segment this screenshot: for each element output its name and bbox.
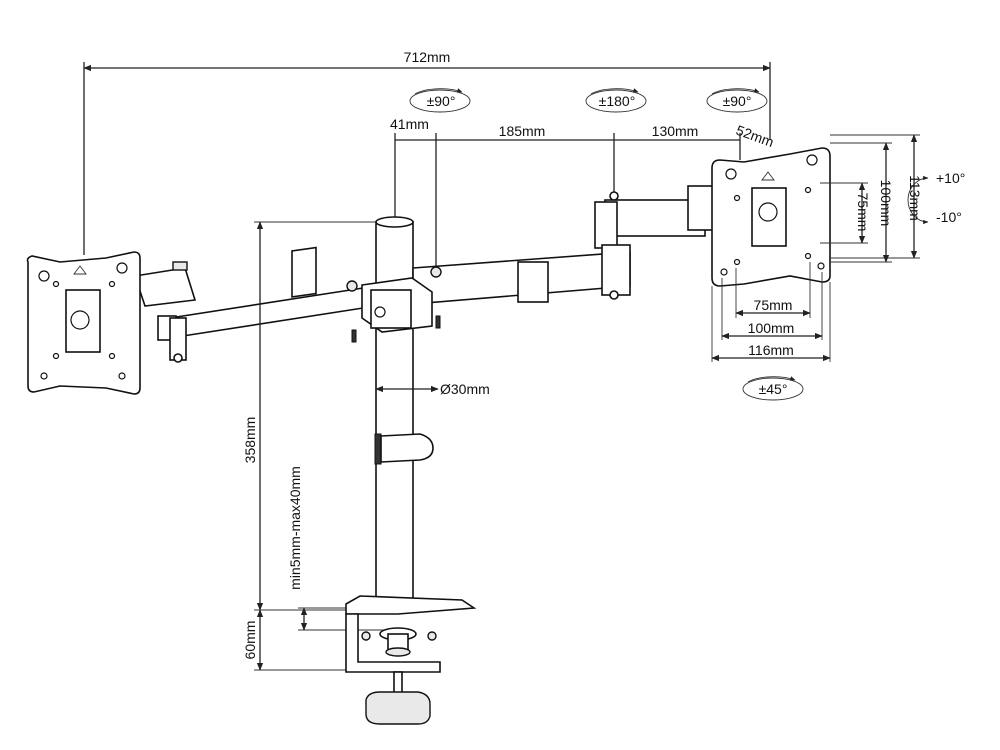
tilt-down-label: -10° <box>936 209 962 225</box>
dim-total-width: 712mm <box>83 49 771 255</box>
vesa-large-h-label: 100mm <box>878 180 894 227</box>
badge-rotate: ±45° <box>742 376 804 401</box>
right-arm <box>412 185 719 305</box>
dim-plate-vertical: 75mm 100mm 113mm <box>820 134 923 263</box>
pole-height-label: 358mm <box>242 417 258 464</box>
center-hub <box>346 266 442 343</box>
dim-pole-diameter: Ø30mm <box>375 381 490 397</box>
arm-span-label: 185mm <box>499 123 546 139</box>
rotate-label: ±45° <box>759 381 788 397</box>
total-width-label: 712mm <box>404 49 451 65</box>
dim-clamp-range: min5mm-max40mm <box>287 466 384 631</box>
vesa-small-w-label: 75mm <box>754 297 793 313</box>
dim-plate-horizontal: 75mm 100mm 116mm <box>711 262 831 362</box>
tilt-up-label: +10° <box>936 170 965 186</box>
left-swivel-label: ±90° <box>427 93 456 109</box>
pole-diameter-label: Ø30mm <box>440 381 490 397</box>
right-vesa-plate <box>711 147 831 287</box>
arm-tip-label: 130mm <box>652 123 699 139</box>
plate-h-label: 113mm <box>907 175 923 221</box>
pole-offset-label: 41mm <box>390 116 429 132</box>
vesa-large-w-label: 100mm <box>748 320 795 336</box>
tilt-indicator: +10° -10° <box>907 170 965 225</box>
badge-left-swivel: ±90° <box>409 88 471 113</box>
desk-clamp <box>345 595 477 725</box>
clamp-range-label: min5mm-max40mm <box>287 466 303 590</box>
badge-right-swivel: ±90° <box>706 88 768 113</box>
right-swivel-label: ±90° <box>723 93 752 109</box>
left-vesa-plate <box>26 251 141 395</box>
center-swivel-label: ±180° <box>599 93 636 109</box>
clamp-height-label: 60mm <box>242 621 258 660</box>
dim-clamp-height: 60mm <box>242 609 350 671</box>
badge-center-swivel: ±180° <box>585 88 647 113</box>
vesa-small-h-label: 75mm <box>855 193 871 232</box>
plate-w-label: 116mm <box>748 342 794 358</box>
left-arm <box>133 246 377 363</box>
